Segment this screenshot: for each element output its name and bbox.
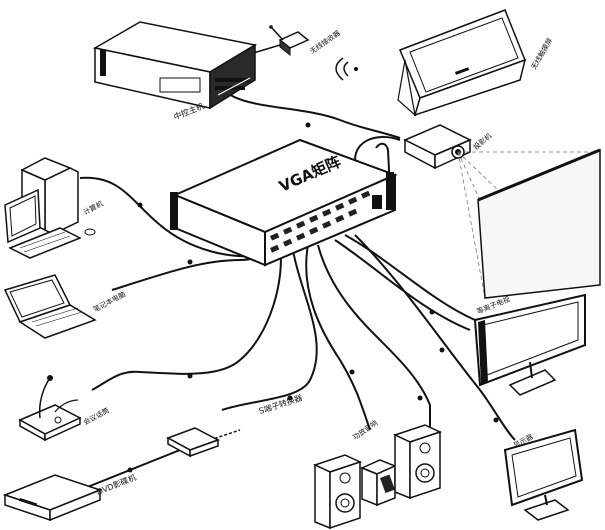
cable-matrix-to-speakers: [317, 244, 431, 430]
cable-matrix-to-speakers-2: [305, 244, 371, 431]
touch-panel-device: [397, 9, 527, 117]
speaker-right-device: [392, 424, 443, 500]
wireless-signal-icon: [335, 57, 358, 81]
projector-device: [403, 124, 472, 170]
cable-matrix-to-plasma-2: [334, 239, 471, 331]
computer-device: [4, 157, 96, 259]
plasma-tv-device: [473, 293, 586, 396]
dvd-player-device: [2, 474, 103, 522]
cable-matrix-to-monitor: [354, 234, 516, 441]
cable-matrix-to-plasma: [344, 234, 476, 321]
cable-converter-to-matrix: [221, 244, 318, 411]
vga-matrix-device: [170, 138, 398, 267]
projection-screen: [477, 148, 601, 299]
computer-text: 计算机: [82, 199, 105, 217]
cable-mic-to-matrix: [91, 244, 282, 391]
cable-computer-to-matrix: [79, 176, 266, 258]
vga-matrix-ports: [269, 190, 382, 253]
cable-control-to-projector: [221, 87, 401, 139]
wireless-receiver-device: [269, 25, 310, 57]
cable-matrix-out-top: [375, 142, 392, 211]
amplifier-text: 功放音响: [351, 418, 379, 441]
projector-text: 投影机: [472, 131, 494, 151]
converter-device: [166, 427, 220, 458]
wireless-receiver-text: 无线接收器: [308, 28, 342, 55]
laptop-text: 笔记本电脑: [92, 289, 127, 313]
touch-panel-text: 无线触摸屏: [529, 36, 554, 71]
microphone-device: [18, 375, 82, 442]
monitor-device: [503, 428, 584, 521]
projection-beams: [457, 151, 599, 299]
laptop-device: [3, 274, 97, 339]
speaker-left-device: [312, 454, 363, 530]
amplifier-device: [360, 459, 397, 507]
control-host-device: [92, 21, 258, 110]
cable-direction-markers: [127, 122, 499, 473]
cables: [79, 41, 516, 491]
microphone-text: 会议话筒: [82, 406, 111, 427]
